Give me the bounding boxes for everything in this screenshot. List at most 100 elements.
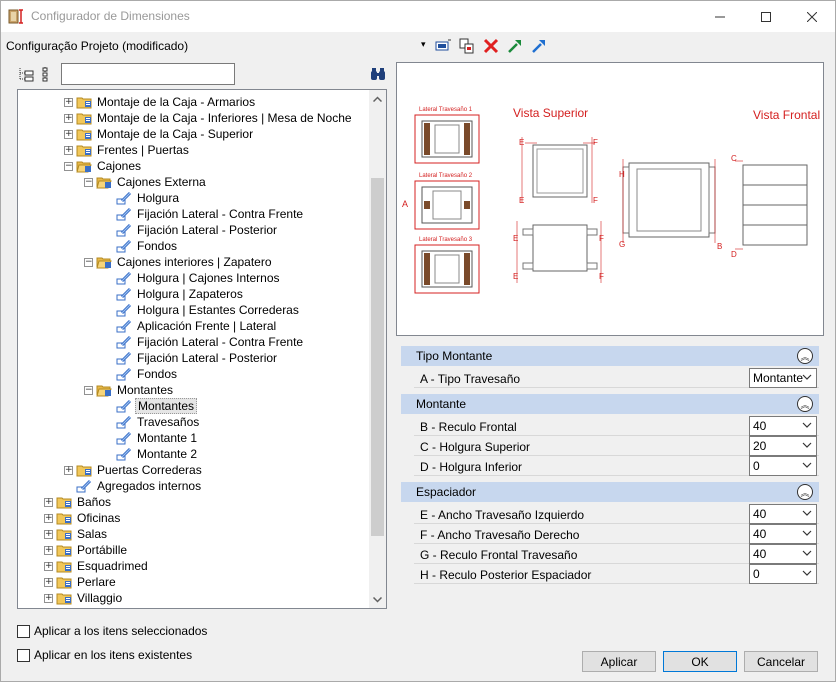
tree-item[interactable]: +Perlare — [44, 574, 118, 590]
chevron-down-icon — [802, 462, 812, 468]
tree-item[interactable]: Holgura | Estantes Correderas — [116, 302, 301, 318]
tree-expander[interactable]: + — [64, 96, 73, 107]
scroll-thumb[interactable] — [371, 178, 384, 536]
tree-item[interactable]: +Frentes | Puertas — [64, 142, 191, 158]
property-value-dropdown[interactable]: 40 — [749, 524, 817, 544]
tree-expander[interactable]: − — [84, 384, 93, 395]
config-selector-label[interactable]: Configuração Projeto (modificado) — [6, 39, 189, 53]
pencil-icon — [116, 223, 132, 237]
tree-expander[interactable]: − — [84, 176, 93, 187]
expand-tree-icon[interactable] — [17, 65, 35, 83]
tree-item[interactable]: −Montantes — [84, 382, 175, 398]
tree-search-input[interactable] — [61, 63, 235, 85]
tree-expander[interactable]: + — [44, 560, 53, 571]
tree-item[interactable]: −Cajones — [64, 158, 143, 174]
collapse-tree-icon[interactable] — [39, 65, 57, 83]
pencil-icon — [116, 191, 132, 205]
tree-item[interactable]: Holgura | Zapateros — [116, 286, 245, 302]
apply-selected-checkbox[interactable] — [17, 624, 30, 638]
tree-item[interactable]: Holgura — [116, 190, 181, 206]
tree-item[interactable]: +Puertas Correderas — [64, 462, 204, 478]
tree-item[interactable]: +Villaggio — [44, 590, 124, 606]
section-header[interactable]: Montante︽ — [401, 394, 819, 414]
tree-expander[interactable]: + — [44, 496, 53, 507]
property-value-dropdown[interactable]: 20 — [749, 436, 817, 456]
tree-expander[interactable]: + — [64, 464, 73, 475]
tree-expander[interactable]: + — [44, 544, 53, 555]
tree-expander[interactable]: − — [84, 256, 93, 267]
folder-open-icon — [96, 257, 112, 269]
section-header[interactable]: Tipo Montante︽ — [401, 346, 819, 366]
tree-item[interactable]: Fijación Lateral - Contra Frente — [116, 206, 305, 222]
tree-item-label: Montante 2 — [137, 447, 198, 461]
tree-expander[interactable]: + — [44, 528, 53, 539]
tree-item[interactable]: −Cajones interiores | Zapatero — [84, 254, 274, 270]
tree-item[interactable]: Fondos — [116, 366, 179, 382]
section-header[interactable]: Espaciador︽ — [401, 482, 819, 502]
collapse-icon[interactable]: ︽ — [797, 396, 813, 412]
apply-selected-option[interactable]: Aplicar a los itens seleccionados — [17, 624, 207, 638]
tree-item[interactable]: +Oficinas — [44, 510, 122, 526]
apply-button[interactable]: Aplicar — [582, 651, 656, 672]
tree-view[interactable]: +Montaje de la Caja - Armarios+Montaje d… — [17, 89, 387, 609]
maximize-button[interactable] — [743, 1, 789, 32]
tree-item[interactable]: Fijación Lateral - Posterior — [116, 350, 279, 366]
tree-item[interactable]: Holgura | Cajones Internos — [116, 270, 282, 286]
close-button[interactable] — [789, 1, 835, 32]
tree-item[interactable]: +Esquadrimed — [44, 558, 150, 574]
tree-item[interactable]: +Montaje de la Caja - Superior — [64, 126, 255, 142]
tree-item[interactable]: +Portábille — [44, 542, 129, 558]
tree-expander[interactable]: + — [44, 592, 53, 603]
tree-item-label: Fijación Lateral - Contra Frente — [137, 207, 304, 221]
delete-icon[interactable] — [482, 37, 500, 55]
tree-expander[interactable]: + — [44, 576, 53, 587]
tree-vertical-scrollbar[interactable] — [369, 90, 386, 608]
tree-item[interactable]: Fondos — [116, 238, 179, 254]
tree-item[interactable]: Agregados internos — [76, 478, 203, 494]
cancel-button[interactable]: Cancelar — [744, 651, 818, 672]
scroll-up-arrow[interactable] — [369, 90, 386, 107]
dim-e-label-3: E — [513, 234, 518, 243]
tree-item[interactable]: Montante 2 — [116, 446, 199, 462]
binoculars-icon[interactable] — [369, 65, 387, 83]
tree-item[interactable]: +Baños — [44, 494, 113, 510]
tree-item[interactable]: Fijación Lateral - Contra Frente — [116, 334, 305, 350]
apply-existing-option[interactable]: Aplicar en los itens existentes — [17, 648, 192, 662]
tree-item[interactable]: +Montaje de la Caja - Inferiores | Mesa … — [64, 110, 354, 126]
config-dropdown-arrow[interactable]: ▾ — [421, 39, 426, 49]
tree-expander[interactable]: + — [44, 512, 53, 523]
pencil-icon — [116, 287, 132, 301]
dim-f-label-3: F — [599, 234, 604, 243]
property-value-dropdown[interactable]: Montante — [749, 368, 817, 388]
import-icon[interactable] — [506, 37, 524, 55]
scroll-down-arrow[interactable] — [369, 591, 386, 608]
tree-item[interactable]: +Salas — [44, 526, 109, 542]
ok-button[interactable]: OK — [663, 651, 737, 672]
apply-existing-label: Aplicar en los itens existentes — [34, 648, 193, 662]
tree-expander[interactable]: + — [64, 144, 73, 155]
property-value-dropdown[interactable]: 40 — [749, 544, 817, 564]
tree-item[interactable]: Fijación Lateral - Posterior — [116, 222, 279, 238]
property-value-dropdown[interactable]: 40 — [749, 504, 817, 524]
folder-icon — [56, 561, 72, 573]
property-value-dropdown[interactable]: 0 — [749, 456, 817, 476]
collapse-icon[interactable]: ︽ — [797, 348, 813, 364]
tree-item[interactable]: +Montaje de la Caja - Armarios — [64, 94, 257, 110]
tree-item[interactable]: Aplicación Frente | Lateral — [116, 318, 278, 334]
property-value-dropdown[interactable]: 0 — [749, 564, 817, 584]
tree-item[interactable]: Travesaños — [116, 414, 201, 430]
property-value-dropdown[interactable]: 40 — [749, 416, 817, 436]
tree-expander[interactable]: + — [64, 112, 73, 123]
collapse-icon[interactable]: ︽ — [797, 484, 813, 500]
tree-expander[interactable]: + — [64, 128, 73, 139]
tree-expander[interactable]: − — [64, 160, 73, 171]
apply-existing-checkbox[interactable] — [17, 648, 30, 662]
tree-item[interactable]: Montante 1 — [116, 430, 199, 446]
dim-a-label: A — [402, 199, 408, 209]
tree-item[interactable]: −Cajones Externa — [84, 174, 208, 190]
export-icon[interactable] — [530, 37, 548, 55]
minimize-button[interactable] — [697, 1, 743, 32]
copy-config-icon[interactable] — [458, 37, 476, 55]
screen-config-icon[interactable] — [434, 37, 452, 55]
tree-item[interactable]: Montantes — [116, 398, 198, 414]
